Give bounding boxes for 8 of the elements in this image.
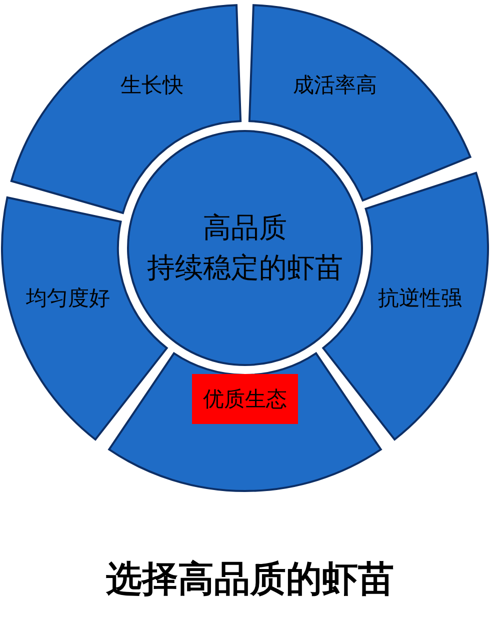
title: 选择高品质的虾苗 (105, 558, 395, 602)
center-heading: 高品质 (203, 210, 287, 246)
center-text: 持续稳定的虾苗 (147, 250, 343, 286)
segment-label: 成活率高 (293, 72, 377, 99)
segment-label: 抗逆性强 (378, 285, 462, 312)
segment-label: 均匀度好 (26, 285, 110, 312)
segment-label: 生长快 (120, 72, 184, 99)
highlight-box: 优质生态 (192, 374, 298, 424)
